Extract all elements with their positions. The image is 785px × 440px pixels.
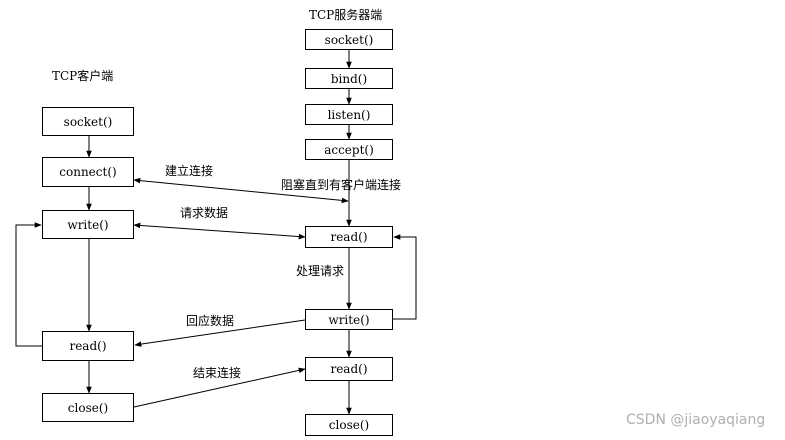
server-accept-box: accept() (305, 139, 393, 160)
client-connect-box: connect() (42, 157, 134, 187)
server-write-box: write() (305, 309, 393, 330)
csdn-watermark: CSDN @jiaoyaqiang (626, 412, 766, 428)
server-loop-arrow (393, 234, 417, 320)
server-close-box: close() (305, 414, 393, 436)
end-connection-arrow (133, 367, 306, 408)
reply-data-label: 回应数据 (186, 314, 235, 328)
establish-connection-arrow (133, 177, 349, 204)
server-title: TCP服务器端 (309, 8, 383, 22)
server-listen-box: listen() (305, 104, 393, 125)
server-bind-box: bind() (305, 68, 393, 89)
client-socket-box: socket() (42, 107, 134, 136)
request-data-label: 请求数据 (180, 206, 229, 220)
client-read-box: read() (42, 331, 134, 361)
client-loop-arrow (15, 222, 42, 347)
establish-connection-label: 建立连接 (165, 164, 214, 178)
client-close-box: close() (42, 393, 134, 422)
server-socket-box: socket() (305, 29, 393, 50)
reply-data-arrow (134, 319, 306, 347)
server-read2-box: read() (305, 357, 393, 381)
request-data-arrow (133, 222, 306, 240)
client-write-box: write() (42, 210, 134, 239)
end-connection-label: 结束连接 (193, 366, 242, 380)
block-until-connect-label: 阻塞直到有客户端连接 (281, 178, 402, 192)
process-request-label: 处理请求 (296, 264, 345, 278)
server-read-box: read() (305, 226, 393, 248)
client-title: TCP客户端 (52, 69, 114, 83)
